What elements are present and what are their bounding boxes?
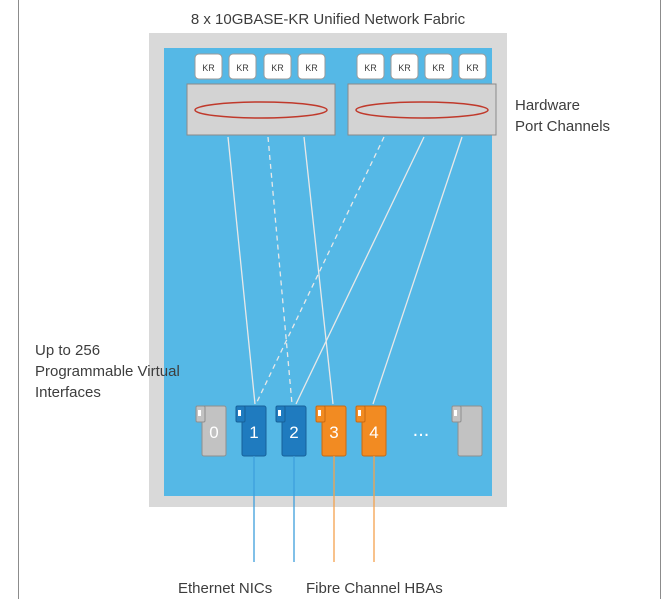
fibre-channel-hbas-label: Fibre Channel HBAs (306, 580, 443, 597)
nic-0-card: 0 (195, 405, 227, 457)
kr-port (424, 53, 453, 80)
kr-port (194, 53, 223, 80)
vif-label-line3: Interfaces (35, 384, 101, 401)
nic-number: 3 (329, 423, 338, 442)
nic-notch (454, 410, 457, 416)
nic-last-card (451, 405, 483, 457)
nic-notch (238, 410, 241, 416)
kr-port (297, 53, 326, 80)
kr-port-label: KR (236, 63, 249, 73)
link-nic1-active (227, 136, 256, 405)
nic-3-card: 3 (315, 405, 347, 457)
nic-number: 0 (209, 423, 218, 442)
nic-body (201, 405, 227, 457)
link-nic4-active (372, 136, 463, 405)
port-channel-box-right (347, 83, 497, 136)
kr-port-label: KR (432, 63, 445, 73)
port-channel-ring-right (355, 101, 489, 119)
port-channels-label-line1: Hardware (515, 97, 580, 114)
kr-port (458, 53, 487, 80)
kr-port (356, 53, 385, 80)
kr-port-label: KR (466, 63, 479, 73)
kr-ports-left: KR KR KR KR (194, 53, 326, 80)
port-channel-box-left (186, 83, 336, 136)
port-channel-ring-left (194, 101, 328, 119)
link-nic3-active (303, 136, 334, 405)
nic-1-card: 1 (235, 405, 267, 457)
nic-body (457, 405, 483, 457)
kr-port (390, 53, 419, 80)
nic-notch (278, 410, 281, 416)
nic-4-card: 4 (355, 405, 387, 457)
nic-notch (318, 410, 321, 416)
fabric-title: 8 x 10GBASE-KR Unified Network Fabric (191, 11, 466, 28)
kr-port-label: KR (305, 63, 318, 73)
kr-port-label: KR (364, 63, 377, 73)
kr-port (228, 53, 257, 80)
ethernet-nics-label: Ethernet NICs (178, 580, 272, 597)
port-channels-label-line2: Port Channels (515, 118, 610, 135)
nic-notch (358, 410, 361, 416)
link-nic2-active (295, 136, 425, 405)
nic-number: 4 (369, 423, 378, 442)
nic-number: 2 (289, 423, 298, 442)
kr-port-label: KR (202, 63, 215, 73)
vif-label-line2: Programmable Virtual (35, 363, 180, 380)
kr-ports-right: KR KR KR KR (356, 53, 487, 80)
kr-port (263, 53, 292, 80)
virtual-links (227, 136, 463, 405)
nic-2-card: 2 (275, 405, 307, 457)
more-nics-ellipsis: ... (413, 419, 430, 441)
nic-notch (198, 410, 201, 416)
kr-port-label: KR (271, 63, 284, 73)
vif-label-line1: Up to 256 (35, 342, 100, 359)
link-nic1-standby (255, 136, 385, 405)
nic-number: 1 (249, 423, 258, 442)
kr-port-label: KR (398, 63, 411, 73)
